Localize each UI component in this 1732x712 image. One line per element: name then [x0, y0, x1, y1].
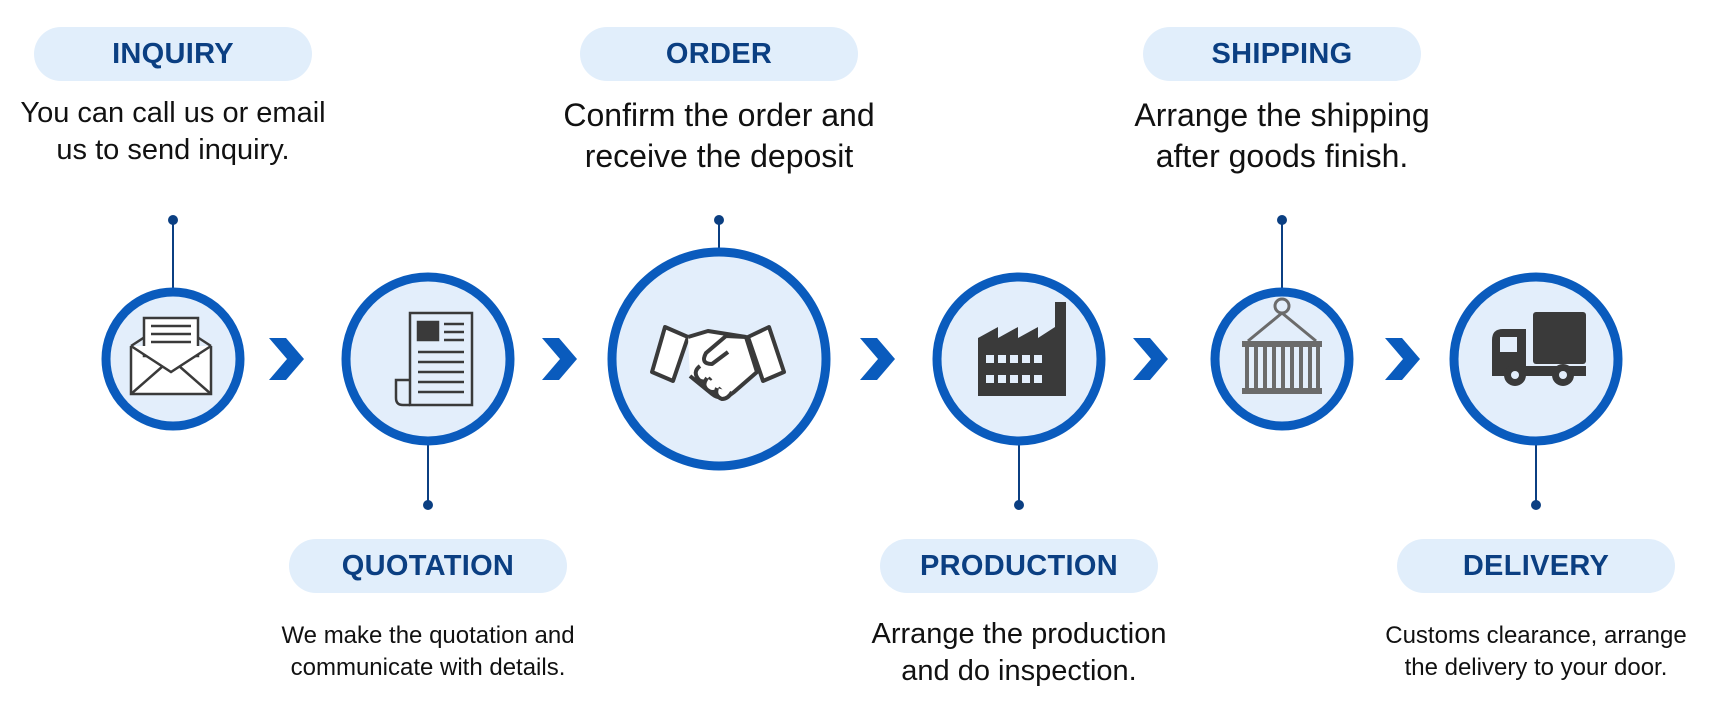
arrow-icon	[542, 338, 577, 380]
arrow-icon	[1133, 338, 1168, 380]
arrow-icon	[860, 338, 895, 380]
envelope-icon	[129, 316, 213, 396]
document-icon	[394, 311, 474, 407]
handshake-icon	[650, 325, 786, 401]
step-label-quotation: QUOTATION	[289, 539, 567, 593]
quotation-circle	[341, 272, 515, 446]
step-label-order: ORDER	[580, 27, 858, 81]
step-label-delivery: DELIVERY	[1397, 539, 1675, 593]
step-description-order: Confirm the order and receive the deposi…	[563, 97, 875, 174]
step-arrows	[269, 338, 1420, 380]
truck-icon	[1492, 312, 1586, 386]
step-circles	[101, 247, 1623, 471]
step-description-inquiry: You can call us or email us to send inqu…	[20, 97, 326, 166]
production-connector	[1014, 445, 1024, 510]
step-description-production: Arrange the production and do inspection…	[871, 618, 1167, 687]
inquiry-connector	[168, 215, 178, 290]
step-label-shipping: SHIPPING	[1143, 27, 1421, 81]
step-description-shipping: Arrange the shipping after goods finish.	[1134, 97, 1430, 174]
quotation-connector	[423, 445, 433, 510]
factory-icon	[978, 302, 1066, 396]
shipping-connector	[1277, 215, 1287, 290]
delivery-connector	[1531, 445, 1541, 510]
step-label-inquiry: INQUIRY	[34, 27, 312, 81]
step-label-production: PRODUCTION	[880, 539, 1158, 593]
step-description-delivery: Customs clearance, arrange the delivery …	[1385, 622, 1687, 681]
arrow-icon	[269, 338, 304, 380]
container-icon	[1242, 297, 1322, 394]
arrow-icon	[1385, 338, 1420, 380]
connectors	[168, 215, 1541, 510]
step-description-quotation: We make the quotation and communicate wi…	[281, 622, 575, 681]
order-connector	[714, 215, 724, 248]
